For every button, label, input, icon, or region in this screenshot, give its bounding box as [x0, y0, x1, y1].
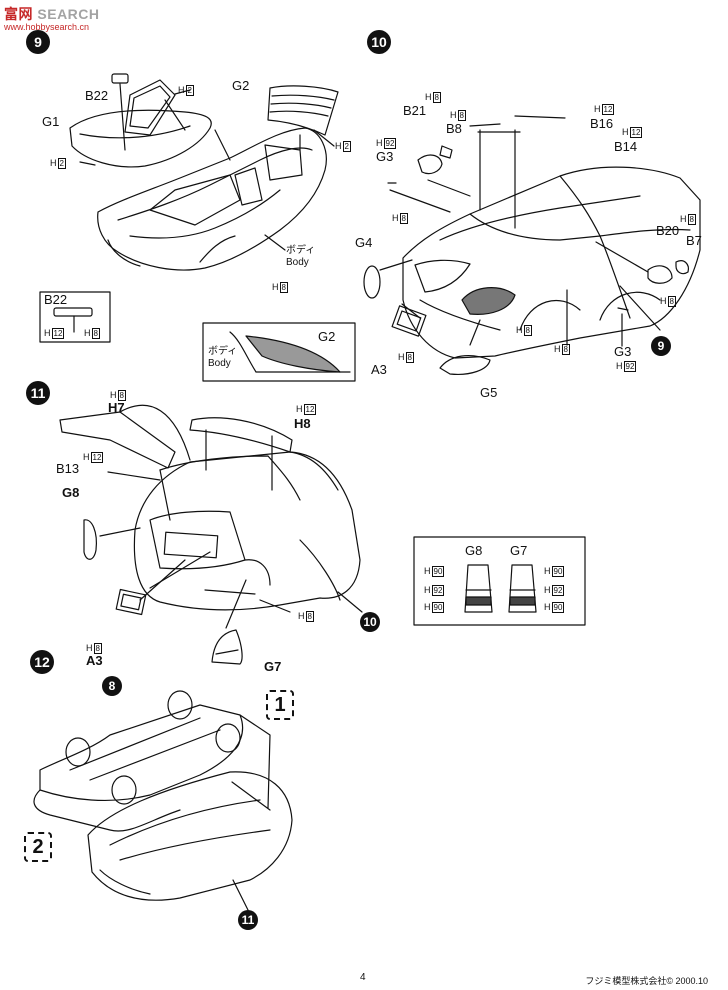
part-label-g3: G3	[376, 149, 394, 164]
part-label-g8: G8	[62, 485, 80, 500]
part-label-b22: B22	[85, 88, 109, 103]
dashed-marker-2: 2	[24, 832, 52, 862]
chart-label-g7: G7	[510, 543, 528, 558]
step-10-marker: 10	[367, 30, 391, 54]
detail-b22-label: B22	[44, 292, 68, 307]
watermark-text: SEARCH	[37, 6, 100, 22]
part-label-g1: G1	[42, 114, 60, 129]
body-jp-label: ボディ	[286, 245, 316, 256]
part-label-b21: B21	[403, 103, 427, 118]
step10-body-drawing	[363, 115, 701, 375]
step-12-marker: 12	[30, 650, 54, 674]
ref-10-marker: 10	[360, 612, 380, 632]
watermark-char: 富	[4, 6, 19, 22]
part-label-h7: H7	[108, 400, 125, 415]
company-copyright: フジミ模型株式会社© 2000.10	[585, 976, 708, 986]
ref-8-marker: 8	[102, 676, 122, 696]
part-label-g3-side: G3	[614, 344, 632, 359]
part-label-b13: B13	[56, 461, 80, 476]
detail-g2-label: G2	[318, 329, 336, 344]
ref-9-marker: 9	[651, 336, 671, 356]
detail-body-en: Body	[208, 358, 231, 369]
part-label-g5: G5	[480, 385, 498, 400]
part-label-b7: B7	[686, 233, 702, 248]
page-number: 4	[360, 972, 366, 983]
part-label-b20: B20	[656, 223, 680, 238]
step11-body-drawing	[59, 404, 363, 665]
step-9-marker: 9	[26, 30, 50, 54]
part-label-a3: A3	[371, 362, 387, 377]
chart-label-g8: G8	[465, 543, 483, 558]
step12-drawing	[33, 690, 293, 911]
part-label-g7: G7	[264, 659, 282, 674]
part-label-g4: G4	[355, 235, 373, 250]
part-label-h8: H8	[294, 416, 311, 431]
part-label-b8: B8	[446, 121, 462, 136]
part-label-b16: B16	[590, 116, 614, 131]
watermark-char: 网	[18, 6, 33, 22]
part-label-g2: G2	[232, 78, 250, 93]
ref-11-marker: 11	[238, 910, 258, 930]
watermark-url: www.hobbysearch.cn	[4, 22, 90, 32]
detail-body-jp: ボディ	[208, 346, 238, 357]
dashed-marker-1: 1	[266, 690, 294, 720]
part-label-a3-rear: A3	[86, 653, 103, 668]
step-11-marker: 11	[26, 381, 50, 405]
step9-body-drawing	[69, 73, 339, 271]
body-en-label: Body	[286, 257, 309, 268]
part-label-b14: B14	[614, 139, 638, 154]
watermark: 富网 SEARCH	[4, 4, 100, 24]
